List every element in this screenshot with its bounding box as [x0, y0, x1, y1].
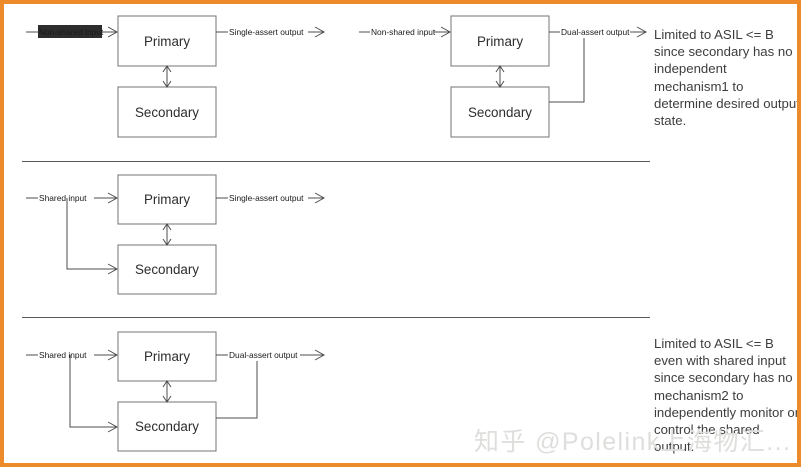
- row-2-diagrams: Shared input Primary Secondary Single-as…: [26, 174, 326, 295]
- note-row-2: Limited to ASIL <= B even with shared in…: [654, 336, 800, 455]
- output-label-bg-r3: [228, 348, 300, 361]
- note-row-1: Limited to ASIL <= B since secondary has…: [654, 27, 800, 129]
- row-3-diagrams: Shared input Primary Secondary Dual-asse…: [26, 331, 326, 452]
- input-branch-r2: [66, 198, 117, 270]
- secondary-label-r2: Secondary: [135, 262, 199, 277]
- diagram-r3-left: Shared input Primary Secondary Dual-asse…: [26, 331, 326, 452]
- output-arrowhead-r3: [314, 349, 326, 361]
- secondary-box-r1-left: [117, 86, 217, 138]
- input-label-bg-r1-left: [38, 25, 102, 38]
- output-label-r1-left: Single-assert output: [229, 27, 304, 37]
- secondary-label-r1-left: Secondary: [135, 105, 199, 120]
- diagram-row-3: Shared input Primary Secondary Dual-asse…: [4, 317, 797, 463]
- diagram-r2-left: Shared input Primary Secondary Single-as…: [26, 174, 326, 295]
- input-label-bg-r2: [38, 191, 94, 204]
- secondary-box-r3: [117, 401, 217, 452]
- secondary-output-join-r1-right: [549, 32, 585, 103]
- link-arrow-down-r1-right: [495, 80, 505, 88]
- output-arrowhead-r2: [314, 192, 326, 204]
- primary-label-r1-left: Primary: [144, 34, 190, 49]
- input-arrowhead-r1-left: [107, 26, 119, 38]
- input-branch-r3: [69, 355, 117, 428]
- secondary-box-r1-right: [450, 86, 550, 138]
- input-label-r1-left: Non-shared input: [39, 27, 104, 37]
- link-arrow-up-r1-right: [495, 65, 505, 73]
- row-divider-1: [22, 161, 650, 162]
- secondary-label-r1-right: Secondary: [468, 105, 532, 120]
- output-label-r3: Dual-assert output: [229, 350, 298, 360]
- input-label-bg-r1-right: [370, 25, 434, 38]
- primary-label-r2: Primary: [144, 192, 190, 207]
- input-arrowhead-primary-r3: [107, 349, 119, 361]
- input-label-r3: Shared input: [39, 350, 87, 360]
- primary-box-r3: [117, 331, 217, 382]
- link-arrow-up-r1-left: [162, 65, 172, 73]
- diagram-row-1: Non-shared input Primary Secondary Singl…: [4, 4, 800, 157]
- output-label-r2: Single-assert output: [229, 193, 304, 203]
- input-arrowhead-primary-r2: [107, 192, 119, 204]
- secondary-output-join-r3: [216, 355, 258, 419]
- output-label-bg-r1-left: [228, 25, 308, 38]
- secondary-label-r3: Secondary: [135, 419, 199, 434]
- link-arrow-down-r2: [162, 238, 172, 246]
- output-label-r1-right: Dual-assert output: [561, 27, 630, 37]
- primary-box-r1-right: [450, 15, 550, 67]
- input-label-bg-r3: [38, 348, 94, 361]
- primary-box-r1-left: [117, 15, 217, 67]
- input-label-r1-right: Non-shared input: [371, 27, 436, 37]
- link-arrow-up-r2: [162, 223, 172, 231]
- output-arrowhead-r1-left: [314, 26, 326, 38]
- link-arrow-up-r3: [162, 380, 172, 388]
- input-arrowhead-secondary-r3: [107, 421, 119, 433]
- link-arrow-down-r3: [162, 395, 172, 403]
- primary-label-r1-right: Primary: [477, 34, 523, 49]
- primary-box-r2: [117, 174, 217, 225]
- input-arrowhead-r1-right: [440, 26, 452, 38]
- primary-label-r3: Primary: [144, 349, 190, 364]
- input-label-r2: Shared input: [39, 193, 87, 203]
- row-1-diagrams: Non-shared input Primary Secondary Singl…: [26, 15, 648, 138]
- output-arrowhead-r1-right: [636, 26, 648, 38]
- output-label-bg-r1-right: [560, 25, 630, 38]
- input-arrowhead-secondary-r2: [107, 263, 119, 275]
- secondary-box-r2: [117, 244, 217, 295]
- diagram-r1-right: Non-shared input Primary Secondary Dual-…: [359, 15, 648, 138]
- diagram-r1-left: Non-shared input Primary Secondary Singl…: [26, 15, 326, 138]
- output-label-bg-r2: [228, 191, 308, 204]
- diagram-row-2: Shared input Primary Secondary Single-as…: [4, 157, 797, 454]
- row-divider-2: [22, 317, 650, 318]
- link-arrow-down-r1-left: [162, 80, 172, 88]
